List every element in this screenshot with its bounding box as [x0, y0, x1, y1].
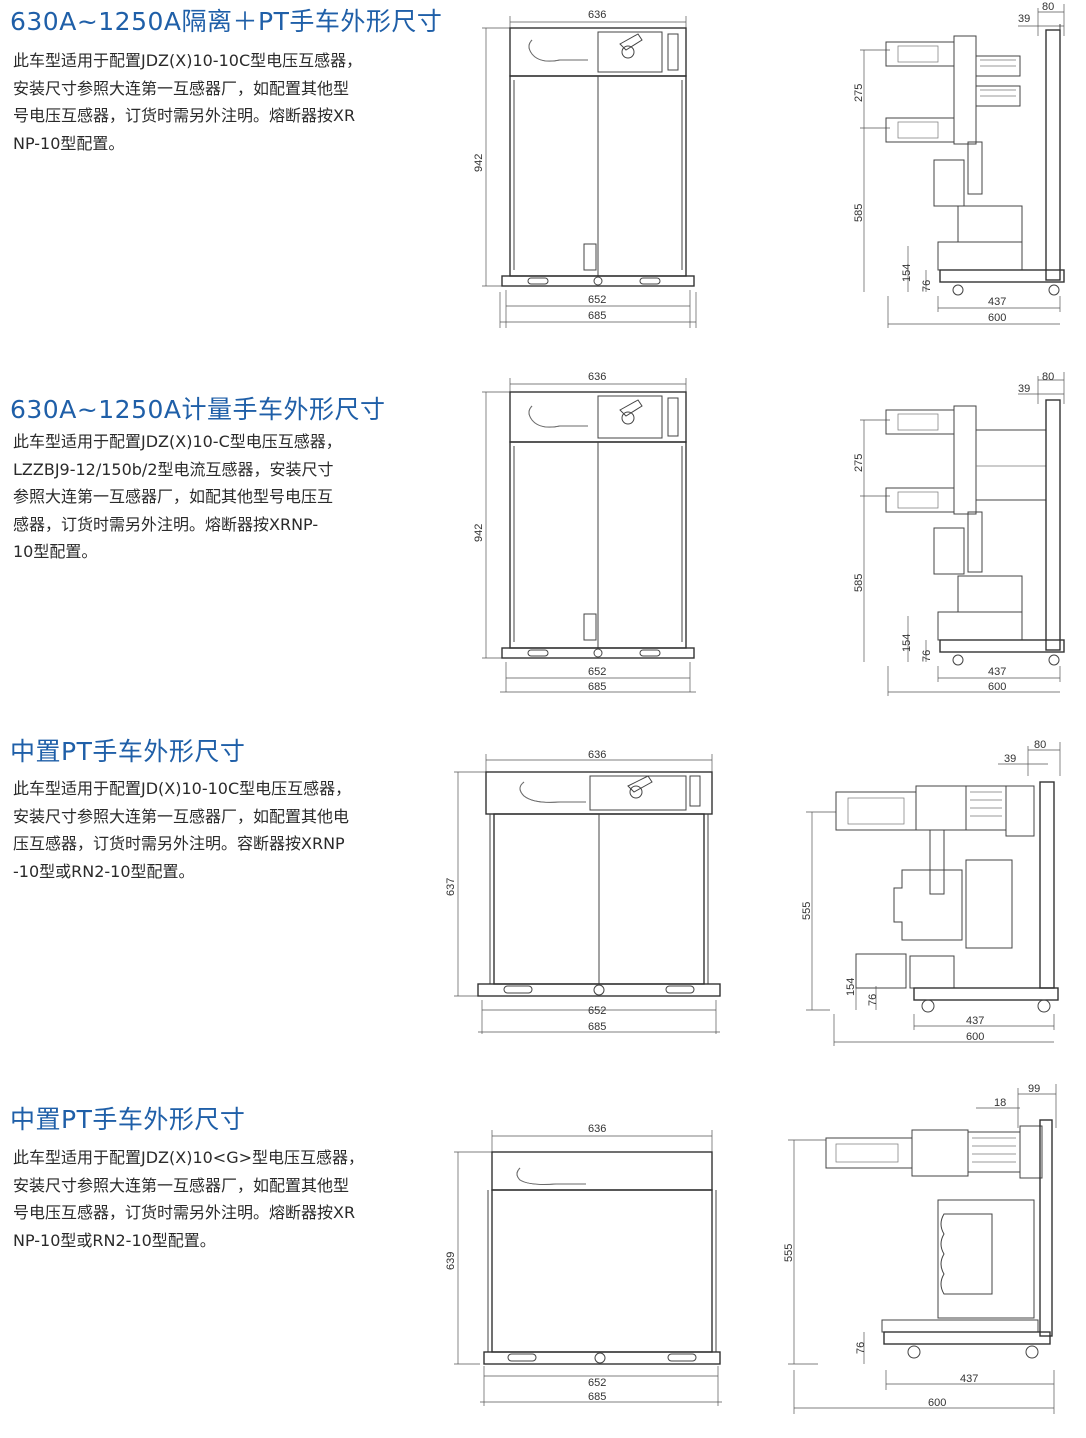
- dim-height: 942: [473, 524, 485, 542]
- dim-base-outer: 685: [588, 1021, 606, 1033]
- dim-top-width: 636: [588, 371, 606, 383]
- section-title: 中置PT手车外形尺寸: [10, 1105, 246, 1134]
- dim-v4: 76: [921, 650, 933, 662]
- section-isolation-pt-truck: 630A~1250A隔离＋PT手车外形尺寸 此车型适用于配置JDZ(X)10-1…: [0, 0, 1086, 350]
- side-view-drawing: 39 80 555 154 76 437 600: [801, 739, 1061, 1046]
- dim-base-outer: 685: [588, 1391, 606, 1403]
- dim-v1: 275: [853, 454, 865, 472]
- dim-top-a: 39: [1004, 753, 1016, 765]
- dim-top-b: 80: [1042, 371, 1054, 383]
- dim-bottom-outer: 600: [988, 312, 1006, 324]
- desc-line: 此车型适用于配置JD(X)10-10C型电压互感器，: [13, 779, 352, 798]
- section-description: 此车型适用于配置JDZ(X)10-10C型电压互感器， 安装尺寸参照大连第一互感…: [13, 47, 413, 157]
- dim-v4: 76: [867, 994, 879, 1006]
- side-view-drawing: 39 80 275 585 154 76 437 600: [853, 371, 1065, 696]
- dim-v3: 154: [901, 264, 913, 282]
- dim-bottom-outer: 600: [988, 681, 1006, 693]
- desc-line: 压互感器，订货时需另外注明。容断器按XRNP: [13, 834, 345, 853]
- section-metering-truck: 630A~1250A计量手车外形尺寸 此车型适用于配置JDZ(X)10-C型电压…: [0, 370, 1086, 700]
- dim-height: 942: [473, 154, 485, 172]
- dim-v1: 275: [853, 84, 865, 102]
- dim-v4: 76: [921, 280, 933, 292]
- desc-line: 号电压互感器，订货时需另外注明。熔断器按XR: [13, 106, 356, 125]
- desc-line: 安装尺寸参照大连第一互感器厂，如配置其他型: [13, 1175, 350, 1195]
- dim-bottom-outer: 600: [928, 1397, 946, 1409]
- section-description: 此车型适用于配置JDZ(X)10-C型电压互感器， LZZBJ9-12/150b…: [13, 428, 413, 566]
- section-title: 630A~1250A隔离＋PT手车外形尺寸: [10, 7, 443, 36]
- dim-v3: 154: [901, 634, 913, 652]
- front-view-drawing: 636 637 652 685: [445, 749, 721, 1034]
- desc-line: 号电压互感器，订货时需另外注明。熔断器按XR: [13, 1203, 356, 1222]
- dim-top-a: 39: [1018, 383, 1030, 395]
- desc-line: -10型或RN2-10型配置。: [13, 861, 195, 881]
- section-description: 此车型适用于配置JD(X)10-10C型电压互感器， 安装尺寸参照大连第一互感器…: [13, 775, 413, 885]
- dim-top-b: 80: [1034, 739, 1046, 751]
- dim-top-a: 39: [1018, 13, 1030, 25]
- dim-bottom-inner: 437: [966, 1015, 984, 1027]
- desc-line: 安装尺寸参照大连第一互感器厂，如配置其他型: [13, 78, 350, 98]
- dim-height: 637: [445, 878, 457, 896]
- desc-line: 10型配置。: [13, 542, 98, 561]
- dim-v2: 555: [801, 902, 813, 920]
- dim-top-width: 636: [588, 1123, 606, 1135]
- section-middle-pt-truck-a: 中置PT手车外形尺寸 此车型适用于配置JD(X)10-10C型电压互感器， 安装…: [0, 720, 1086, 1060]
- side-view-drawing: 18 99 555 76 437 600: [783, 1083, 1057, 1414]
- desc-line: NP-10型或RN2-10型配置。: [13, 1230, 216, 1250]
- dim-bottom-inner: 437: [960, 1373, 978, 1385]
- desc-line: 此车型适用于配置JDZ(X)10-10C型电压互感器，: [13, 51, 363, 70]
- desc-line: 此车型适用于配置JDZ(X)10<G>型电压互感器，: [13, 1148, 365, 1167]
- section-description: 此车型适用于配置JDZ(X)10<G>型电压互感器， 安装尺寸参照大连第一互感器…: [13, 1144, 413, 1254]
- front-view-drawing: 636 639 652 685: [445, 1123, 722, 1406]
- section-middle-pt-truck-b: 中置PT手车外形尺寸 此车型适用于配置JDZ(X)10<G>型电压互感器， 安装…: [0, 1080, 1086, 1430]
- dim-bottom-outer: 600: [966, 1031, 984, 1043]
- dim-v2: 585: [853, 204, 865, 222]
- dim-bottom-inner: 437: [988, 666, 1006, 678]
- dim-base-outer: 685: [588, 681, 606, 693]
- dim-base-inner: 652: [588, 666, 606, 678]
- dim-v2: 555: [783, 1244, 795, 1262]
- dim-base-inner: 652: [588, 1005, 606, 1017]
- dim-top-a: 18: [994, 1097, 1006, 1109]
- desc-line: 安装尺寸参照大连第一互感器厂，如配置其他电: [13, 806, 350, 826]
- section-title: 630A~1250A计量手车外形尺寸: [10, 395, 386, 424]
- dim-height: 639: [445, 1252, 457, 1270]
- desc-line: 此车型适用于配置JDZ(X)10-C型电压互感器，: [13, 432, 342, 451]
- dim-base-inner: 652: [588, 294, 606, 306]
- front-view-drawing: 636 942 652 685: [473, 371, 696, 693]
- dim-top-width: 636: [588, 9, 606, 21]
- dim-top-b: 80: [1042, 1, 1054, 13]
- dim-top-b: 99: [1028, 1083, 1040, 1095]
- dim-v2: 585: [853, 574, 865, 592]
- front-view-drawing: 636 942 652 685: [473, 9, 697, 328]
- dim-base-outer: 685: [588, 310, 606, 322]
- dim-top-width: 636: [588, 749, 606, 761]
- dim-v4: 76: [855, 1342, 867, 1354]
- desc-line: 参照大连第一互感器厂，如配其他型号电压互: [13, 487, 334, 506]
- desc-line: NP-10型配置。: [13, 133, 125, 153]
- side-view-drawing: 39 80 275 585 154 76 437 600: [853, 1, 1065, 328]
- desc-line: LZZBJ9-12/150b/2型电流互感器，安装尺寸: [13, 459, 334, 479]
- dim-bottom-inner: 437: [988, 296, 1006, 308]
- dim-base-inner: 652: [588, 1377, 606, 1389]
- desc-line: 感器，订货时需另外注明。熔断器按XRNP-: [13, 514, 319, 534]
- dim-v3: 154: [845, 978, 857, 996]
- section-title: 中置PT手车外形尺寸: [10, 737, 246, 766]
